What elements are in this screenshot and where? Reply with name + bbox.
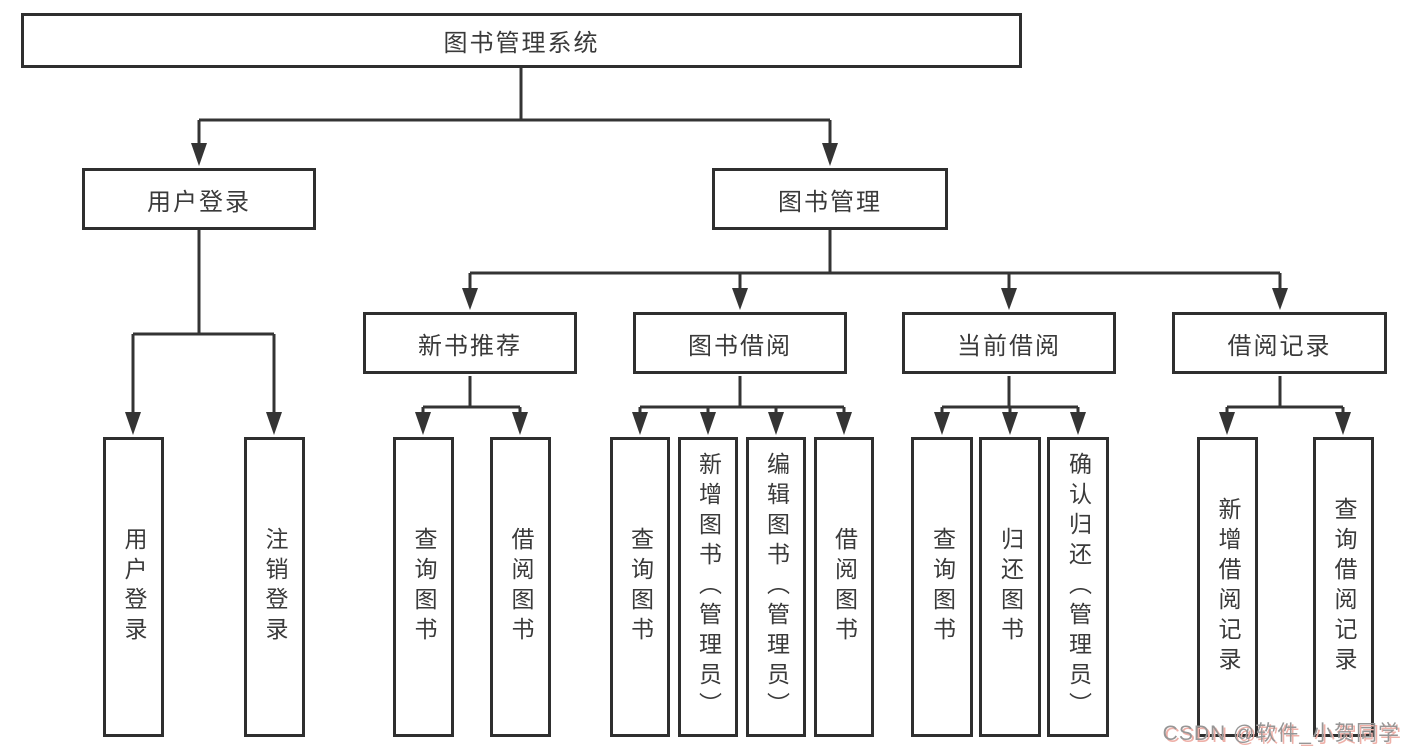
node-label: 用户登录	[147, 188, 251, 216]
node-label: 图书借阅	[688, 332, 792, 360]
node-new-book-recommend: 新书推荐	[363, 312, 577, 374]
node-book-management: 图书管理	[712, 168, 948, 230]
node-current-borrow: 当前借阅	[902, 312, 1116, 374]
node-label: 查询图书	[929, 527, 956, 647]
node-label: 图书管理	[778, 188, 882, 216]
node-user-login: 用户登录	[82, 168, 316, 230]
node-leaf-borrow-books-1: 借阅图书	[490, 437, 551, 737]
node-label: 新增借阅记录	[1215, 497, 1241, 677]
node-leaf-borrow-books-2: 借阅图书	[814, 437, 874, 737]
node-leaf-add-borrow-record: 新增借阅记录	[1197, 437, 1258, 737]
node-label: 用户登录	[121, 527, 147, 647]
node-leaf-edit-books-admin: 编辑图书（管理员）	[746, 437, 806, 737]
node-leaf-return-books: 归还图书	[979, 437, 1041, 737]
node-label: 查询图书	[627, 527, 654, 647]
node-label: 新增图书（管理员）	[695, 452, 722, 722]
node-leaf-query-borrow-record: 查询借阅记录	[1313, 437, 1374, 737]
node-label: 借阅记录	[1227, 332, 1332, 360]
node-label: 归还图书	[997, 527, 1024, 647]
node-leaf-user-login: 用户登录	[103, 437, 164, 737]
node-label: 编辑图书（管理员）	[763, 452, 790, 722]
node-label: 借阅图书	[831, 527, 858, 647]
node-label: 确认归还（管理员）	[1065, 452, 1092, 722]
node-library-management-system: 图书管理系统	[21, 13, 1022, 68]
node-leaf-query-books-3: 查询图书	[911, 437, 973, 737]
node-borrow-records: 借阅记录	[1172, 312, 1387, 374]
node-leaf-confirm-return-admin: 确认归还（管理员）	[1047, 437, 1109, 737]
node-leaf-query-books-2: 查询图书	[610, 437, 670, 737]
node-book-borrow: 图书借阅	[633, 312, 847, 374]
node-label: 新书推荐	[418, 332, 522, 360]
watermark: CSDN @软件_小贺同学	[1162, 722, 1400, 745]
node-leaf-logout: 注销登录	[244, 437, 305, 737]
node-label: 注销登录	[262, 527, 288, 647]
node-label: 借阅图书	[508, 527, 534, 647]
node-label: 查询借阅记录	[1331, 497, 1357, 677]
node-label: 当前借阅	[957, 332, 1061, 360]
node-label: 图书管理系统	[443, 30, 600, 57]
node-label: 查询图书	[411, 527, 437, 647]
node-leaf-add-books-admin: 新增图书（管理员）	[678, 437, 738, 737]
node-leaf-query-books-1: 查询图书	[393, 437, 454, 737]
